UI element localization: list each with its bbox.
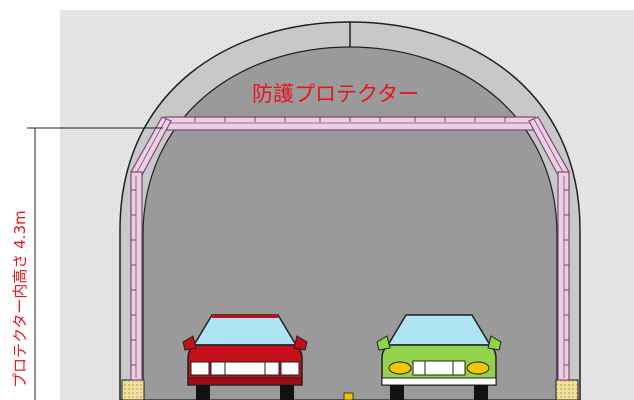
protector-right-post — [557, 171, 570, 381]
left-footing — [121, 379, 145, 400]
protector-title: 防護プロテクター — [252, 82, 419, 106]
right-footing — [555, 379, 579, 400]
protector-frame — [130, 116, 570, 381]
protector-left-post — [130, 171, 143, 381]
height-dimension — [27, 127, 163, 400]
green-car-icon — [376, 314, 502, 400]
lane-marker — [343, 392, 354, 400]
inner-height-label: プロテクター内高さ 4.3m — [11, 210, 29, 388]
tunnel-interior — [142, 46, 558, 400]
red-car-icon — [182, 314, 308, 400]
